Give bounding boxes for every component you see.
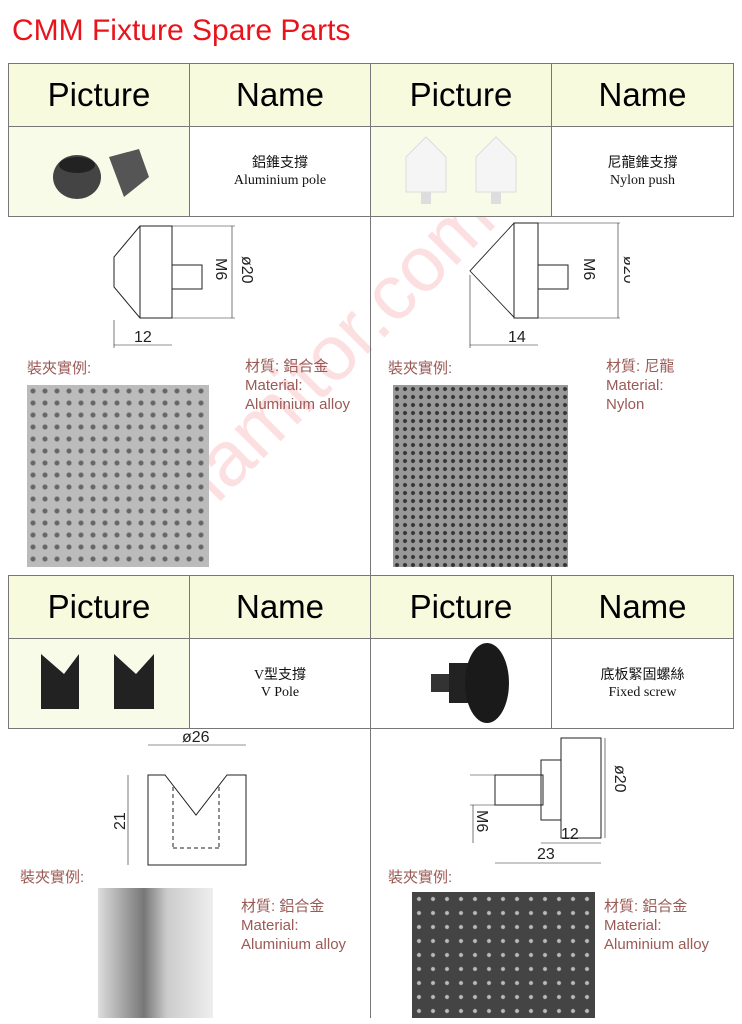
- name-en: Fixed screw: [608, 684, 677, 700]
- dim-diameter: ø20: [611, 765, 628, 793]
- drawing-v-pole: ø26 21: [112, 730, 247, 866]
- drawing-fixed-screw: 12 23 ø20 M6: [470, 737, 628, 864]
- product-picture-nylon-push: [371, 127, 552, 216]
- name-zh: 鋁錐支撐: [252, 155, 308, 171]
- header-name: Name: [552, 64, 733, 126]
- example-photo: [393, 385, 568, 567]
- product-picture-fixed-screw: [371, 639, 552, 728]
- drawing-nylon-push: 14 M6 ø20: [469, 222, 630, 348]
- example-label: 裝夾實例:: [27, 360, 92, 377]
- divider: [370, 215, 371, 575]
- material: 材質: 鋁合金 Material: Aluminium alloy: [241, 897, 346, 954]
- example-photo: [412, 892, 595, 1018]
- material: 材質: 尼龍 Material: Nylon: [606, 357, 674, 414]
- dim-length: 14: [508, 329, 526, 346]
- example-label: 裝夾實例:: [388, 869, 453, 886]
- page-title: CMM Fixture Spare Parts: [12, 14, 351, 47]
- header-name: Name: [190, 64, 371, 126]
- divider: [370, 728, 371, 1018]
- product-picture-v-pole: [9, 639, 190, 728]
- material-en: Aluminium alloy: [245, 396, 351, 413]
- header-picture: Picture: [9, 64, 190, 126]
- dim-height: 21: [112, 812, 129, 830]
- material-label: Material:: [604, 917, 662, 934]
- material-en: Aluminium alloy: [241, 936, 347, 953]
- header-picture: Picture: [9, 576, 190, 638]
- material-zh: 材質: 鋁合金: [241, 898, 325, 915]
- product-picture-aluminium-pole: [9, 127, 190, 216]
- dim-length: 12: [134, 329, 152, 346]
- name-en: V Pole: [260, 684, 300, 700]
- dim-thread: M6: [212, 258, 229, 280]
- header-name: Name: [552, 576, 733, 638]
- material-en: Nylon: [606, 396, 645, 413]
- dim-thread: M6: [473, 810, 490, 832]
- material-zh: 材質: 尼龍: [606, 358, 675, 375]
- name-zh: 尼龍錐支撐: [607, 155, 678, 171]
- dim-thread: M6: [580, 258, 597, 280]
- dim-diameter: ø20: [238, 256, 255, 284]
- header-name: Name: [190, 576, 371, 638]
- dim-diameter: ø26: [182, 730, 210, 746]
- material-zh: 材質: 鋁合金: [604, 898, 688, 915]
- example-label: 裝夾實例:: [388, 360, 453, 377]
- material-label: Material:: [606, 377, 664, 394]
- example-photo: [98, 888, 213, 1018]
- material-label: Material:: [245, 377, 303, 394]
- material: 材質: 鋁合金 Material: Aluminium alloy: [604, 897, 709, 954]
- example-label: 裝夾實例:: [20, 869, 85, 886]
- material-en: Aluminium alloy: [604, 936, 710, 953]
- example-photo: [27, 385, 209, 567]
- dim-diameter: ø20: [620, 256, 630, 284]
- material: 材質: 鋁合金 Material: Aluminium alloy: [245, 357, 350, 414]
- name-en: Aluminium pole: [233, 172, 327, 188]
- name-en: Nylon push: [610, 172, 675, 188]
- drawing-aluminium-pole: 12 M6 ø20: [113, 225, 255, 348]
- header-picture: Picture: [371, 576, 552, 638]
- dim-length: 23: [537, 846, 555, 863]
- name-zh: 底板緊固螺絲: [600, 667, 685, 683]
- name-zh: V型支撐: [253, 667, 307, 683]
- header-picture: Picture: [371, 64, 552, 126]
- material-zh: 材質: 鋁合金: [245, 358, 329, 375]
- dim-head: 12: [561, 826, 579, 843]
- material-label: Material:: [241, 917, 299, 934]
